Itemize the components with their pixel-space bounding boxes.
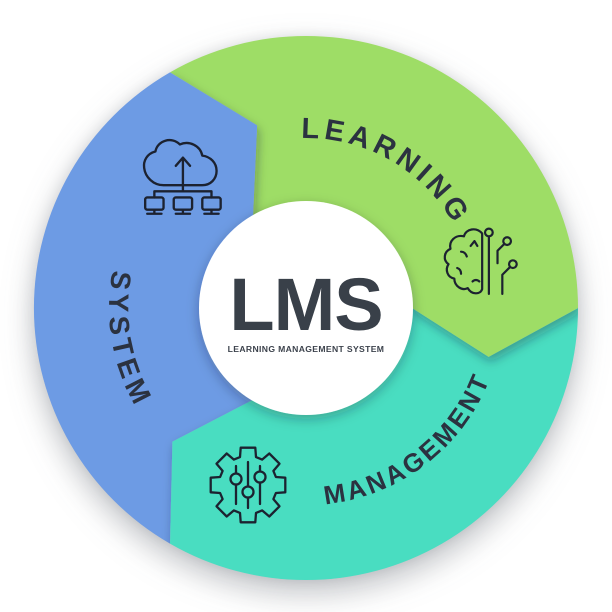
cloud-network-icon bbox=[142, 138, 222, 215]
center-subtitle: LEARNING MANAGEMENT SYSTEM bbox=[228, 344, 385, 354]
segment-management bbox=[170, 308, 578, 581]
segment-learning bbox=[170, 35, 578, 357]
center-disk bbox=[199, 201, 413, 415]
brain-circuit-icon bbox=[443, 227, 518, 296]
center-title: LMS bbox=[229, 263, 382, 346]
gear-sliders-icon bbox=[209, 446, 287, 524]
